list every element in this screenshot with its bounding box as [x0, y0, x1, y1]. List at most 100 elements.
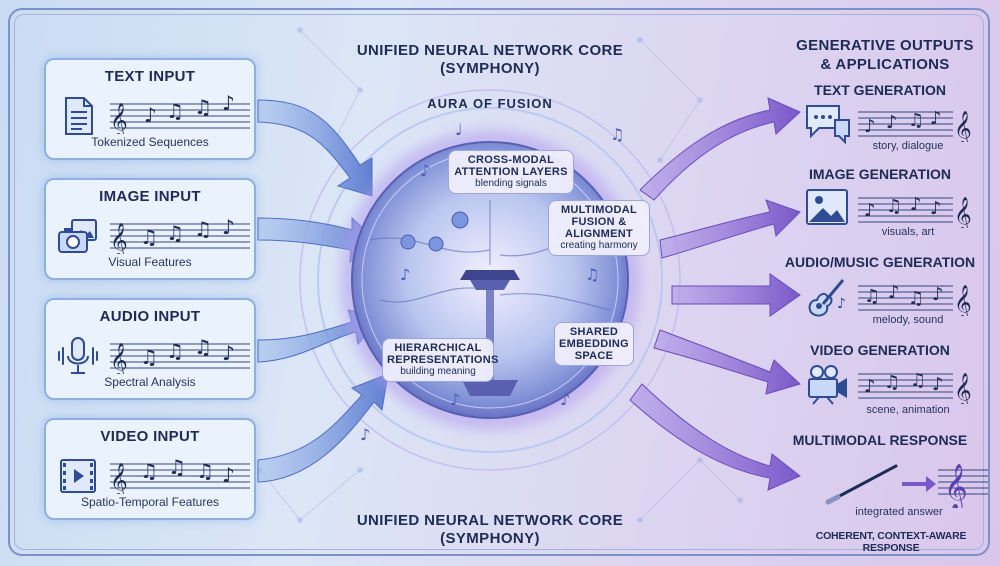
- response-tagline: COHERENT, CONTEXT-AWARE RESPONSE: [815, 530, 967, 554]
- music-staff-icon: 𝄞 ♫ ♫ ♫ ♪: [110, 215, 250, 254]
- svg-text:♪: ♪: [930, 108, 942, 129]
- svg-text:𝄞: 𝄞: [954, 197, 972, 228]
- input-title: VIDEO INPUT: [100, 428, 200, 445]
- svg-text:𝄞: 𝄞: [110, 463, 128, 494]
- music-staff-icon: ♪♫♫♪ 𝄞: [858, 370, 972, 404]
- svg-text:𝄞: 𝄞: [954, 111, 972, 142]
- input-card-audio: AUDIO INPUT 𝄞 ♫♫♫♪ Spectral Analysis: [44, 298, 256, 400]
- fusion-alignment-title: MULTIMODAL FUSION & ALIGNMENT: [560, 204, 638, 240]
- output-arrow-text: [639, 97, 801, 201]
- image-icon: [806, 189, 848, 225]
- output-title-text: TEXT GENERATION: [814, 82, 946, 98]
- network-mesh-decoration: [257, 27, 743, 523]
- input-caption: Tokenized Sequences: [91, 135, 209, 149]
- inner-frame: [14, 14, 984, 550]
- output-arrow-response: [629, 383, 801, 491]
- core-title-bottom: UNIFIED NEURAL NETWORK CORE (SYMPHONY): [356, 512, 624, 547]
- core-title-top: UNIFIED NEURAL NETWORK CORE (SYMPHONY): [356, 42, 624, 77]
- svg-text:♪: ♪: [932, 374, 944, 395]
- aura-label: AURA OF FUSION: [427, 96, 553, 111]
- svg-text:♪: ♪: [400, 265, 410, 284]
- svg-text:♪: ♪: [864, 200, 876, 221]
- video-file-icon: [60, 459, 96, 493]
- output-caption-image: visuals, art: [881, 226, 935, 238]
- svg-text:𝄞: 𝄞: [954, 373, 972, 404]
- svg-text:♫: ♫: [886, 196, 902, 217]
- svg-text:𝄞: 𝄞: [954, 285, 972, 316]
- svg-text:♫: ♫: [166, 221, 184, 245]
- output-arrows: [629, 97, 801, 491]
- svg-text:♫: ♫: [140, 459, 158, 483]
- svg-text:♪: ♪: [864, 376, 876, 397]
- music-staff-icon: ♪♫♪♪ 𝄞: [858, 194, 972, 228]
- microphone-icon: [58, 337, 98, 374]
- attention-layers-label: CROSS-MODAL ATTENTION LAYERS blending si…: [448, 150, 574, 194]
- svg-text:𝄞: 𝄞: [110, 343, 128, 374]
- input-title: TEXT INPUT: [104, 68, 196, 85]
- music-staff-icon: 𝄞 ♫♫♫♪: [110, 335, 250, 374]
- svg-text:♪: ♪: [450, 390, 460, 409]
- outputs-heading: GENERATIVE OUTPUTS & APPLICATIONS: [796, 37, 974, 73]
- svg-text:♪: ♪: [222, 341, 235, 365]
- attention-layers-title: CROSS-MODAL ATTENTION LAYERS: [454, 154, 568, 178]
- input-title: IMAGE INPUT: [99, 188, 201, 205]
- svg-text:♪: ♪: [420, 161, 430, 180]
- music-staff-icon: 𝄞 ♫ ♫ ♫ ♪: [110, 455, 250, 494]
- svg-text:♫: ♫: [194, 335, 212, 359]
- video-camera-icon: [808, 365, 847, 405]
- hierarchical-sub: building meaning: [400, 366, 476, 377]
- svg-text:𝄞: 𝄞: [944, 464, 968, 508]
- outer-frame: [8, 8, 990, 556]
- svg-text:𝄞: 𝄞: [110, 223, 128, 254]
- guitar-icon: ♪: [808, 279, 846, 317]
- output-arrow-audio: [671, 273, 801, 317]
- svg-text:♫: ♫: [166, 339, 184, 363]
- middle-ring: [317, 107, 663, 453]
- input-card-video: VIDEO INPUT 𝄞 ♫ ♫ ♫ ♪ Spatio-Temporal Featu…: [44, 418, 256, 520]
- output-title-image: IMAGE GENERATION: [808, 166, 952, 182]
- svg-text:♪: ♪: [560, 390, 570, 409]
- fusion-alignment-label: MULTIMODAL FUSION & ALIGNMENT creating h…: [548, 200, 650, 256]
- svg-text:♪: ♪: [932, 284, 944, 305]
- svg-text:♫: ♫: [585, 265, 599, 284]
- conductor-podium-icon: [460, 270, 520, 396]
- svg-text:♫: ♫: [194, 95, 212, 119]
- attention-layers-sub: blending signals: [475, 178, 547, 189]
- output-caption-audio: melody, sound: [872, 314, 944, 326]
- svg-text:♫: ♫: [166, 99, 184, 123]
- music-staff-icon: ♪♪♫♪ 𝄞: [858, 108, 972, 142]
- output-arrow-image: [659, 199, 801, 259]
- output-arrow-video: [653, 329, 801, 395]
- svg-text:♫: ♫: [196, 459, 214, 483]
- music-staff-icon: 𝄞 ♪♫♫♪: [110, 92, 250, 134]
- svg-text:♫: ♫: [908, 288, 924, 309]
- svg-text:♫: ♫: [194, 217, 212, 241]
- input-title: AUDIO INPUT: [99, 308, 201, 325]
- svg-text:♪: ♪: [222, 92, 235, 115]
- svg-text:♫: ♫: [864, 286, 880, 307]
- neural-nodes: [400, 211, 469, 252]
- svg-text:♪: ♪: [864, 116, 876, 137]
- svg-text:♪: ♪: [360, 425, 370, 444]
- shared-embedding-label: SHARED EMBEDDING SPACE: [554, 322, 634, 366]
- output-caption-response: integrated answer: [855, 506, 943, 518]
- baton-treble-clef-icon: 𝄞: [825, 464, 988, 508]
- input-caption: Spatio-Temporal Features: [80, 495, 220, 509]
- hierarchical-title: HIERARCHICAL REPRESENTATIONS: [387, 342, 499, 366]
- svg-text:♪: ♪: [910, 194, 922, 215]
- input-card-text: TEXT INPUT 𝄞 ♪♫♫♪ Tokenized Sequences: [44, 58, 256, 160]
- svg-text:♪: ♪: [888, 282, 900, 303]
- speech-bubble-icon: [806, 105, 850, 144]
- svg-text:♫: ♫: [140, 225, 158, 249]
- input-card-image: IMAGE INPUT 𝄞 ♫♫♫♪ Visual Features: [44, 178, 256, 280]
- svg-text:♩: ♩: [455, 120, 463, 139]
- fusion-alignment-sub: creating harmony: [560, 240, 638, 251]
- shared-embedding-title: SHARED EMBEDDING SPACE: [559, 326, 629, 362]
- output-title-response: MULTIMODAL RESPONSE: [792, 432, 968, 448]
- svg-text:♫: ♫: [168, 455, 186, 479]
- svg-text:♪: ♪: [222, 463, 235, 487]
- svg-text:♪: ♪: [837, 296, 846, 312]
- hierarchical-label: HIERARCHICAL REPRESENTATIONS building me…: [382, 338, 499, 382]
- svg-text:♪: ♪: [222, 215, 235, 239]
- svg-text:♫: ♫: [910, 370, 926, 391]
